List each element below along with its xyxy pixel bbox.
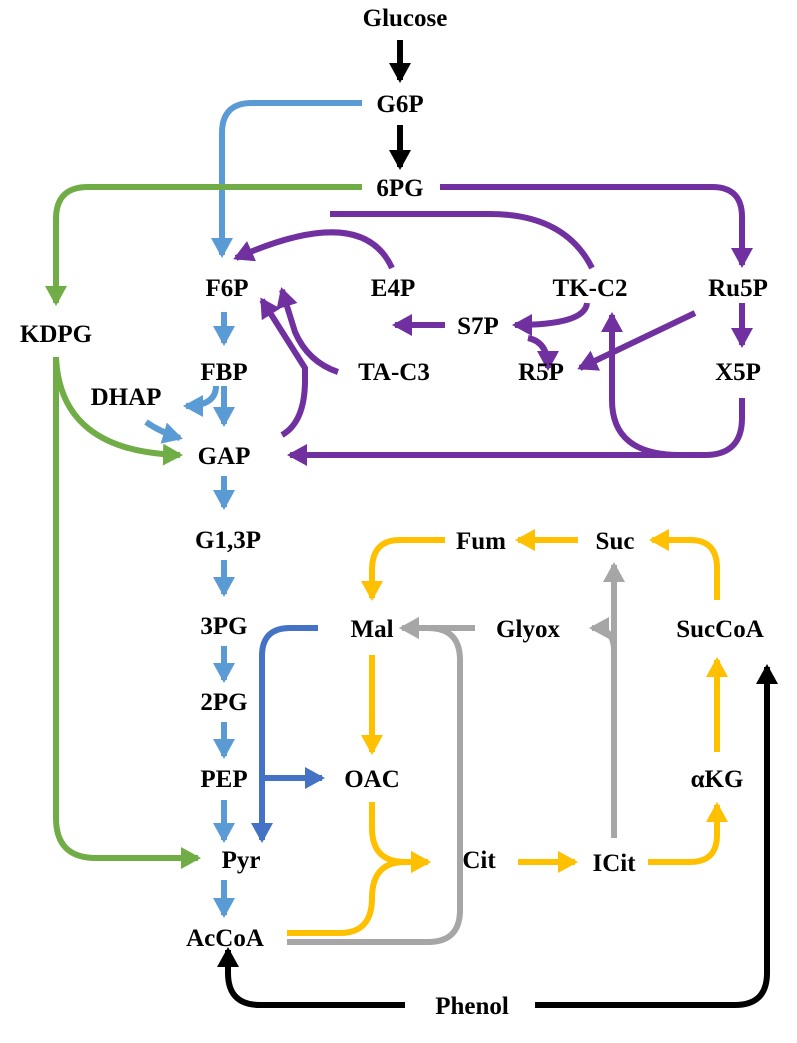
node-akg: αKG — [691, 766, 744, 793]
node-glucose: Glucose — [363, 5, 448, 32]
node-mal: Mal — [350, 616, 393, 643]
arrow-x5p-gap — [287, 398, 745, 466]
tca-cycle-pathways — [287, 529, 728, 936]
node-2pg: 2PG — [200, 689, 247, 716]
node-kdpg: KDPG — [20, 321, 92, 348]
arrow-icit-akg — [648, 802, 728, 865]
pentose-phosphate-pathways — [233, 184, 753, 466]
node-6pg: 6PG — [376, 175, 423, 202]
node-g6p: G6P — [376, 91, 423, 118]
arrow-kdpg-pyr — [53, 357, 201, 869]
node-ru5p: Ru5P — [708, 275, 768, 302]
arrow-ru5p-r5p — [577, 310, 697, 371]
arrow-accoa-cit — [287, 851, 431, 936]
node-x5p: X5P — [715, 359, 761, 386]
arrow-oac-cit — [369, 802, 431, 873]
arrow-fbp-dhap — [183, 385, 219, 417]
anaplerotic-pathways — [251, 625, 325, 843]
node-fum: Fum — [456, 528, 506, 555]
node-fbp: FBP — [200, 359, 247, 386]
arrow-mal-pyr — [251, 625, 318, 843]
arrow-icit-glyox — [589, 617, 617, 651]
node-pyr: Pyr — [222, 847, 261, 874]
arrow-succoa-suc — [649, 529, 720, 600]
arrow-phenol-succoa — [535, 664, 778, 1008]
glycolysis-pathways — [144, 100, 362, 918]
node-succoa: SucCoA — [676, 616, 764, 643]
arrow-s7p-r5p — [527, 335, 559, 371]
node-tkc2: TK-C2 — [553, 275, 628, 302]
glyoxylate-shunt-pathways — [287, 562, 625, 945]
arrow-fum-mal — [361, 537, 445, 601]
black-pathways — [217, 40, 778, 1008]
arrow-gap-f6p — [259, 297, 308, 438]
arrow-phenol-accoa — [217, 947, 405, 1008]
node-oac: OAC — [344, 766, 400, 793]
arrow-tac3-f6p — [276, 287, 340, 375]
arrow-6pg-ru5p — [440, 184, 753, 268]
node-glyox: Glyox — [496, 616, 560, 643]
node-dhap: DHAP — [91, 384, 162, 411]
arrow-g6p-f6p — [211, 100, 362, 258]
arrow-6pg-kdpg — [45, 184, 362, 306]
node-f6p: F6P — [205, 275, 248, 302]
node-3pg: 3PG — [200, 613, 247, 640]
entner-doudoroff-pathways — [45, 184, 362, 869]
node-icit: ICit — [592, 850, 636, 877]
node-r5p: R5P — [518, 359, 564, 386]
node-cit: Cit — [462, 847, 496, 874]
arrow-x5p-loop-ru5p — [601, 312, 681, 458]
arrow-tkc2-s7p — [512, 302, 590, 336]
node-gap: GAP — [198, 443, 251, 470]
node-tac3: TA-C3 — [358, 359, 430, 386]
node-s7p: S7P — [457, 313, 499, 340]
node-pep: PEP — [200, 766, 247, 793]
node-accoa: AcCoA — [186, 925, 264, 952]
arrow-dhap-gap — [144, 419, 183, 444]
node-g13p: G1,3P — [195, 527, 261, 554]
arrow-e4p-f6p — [233, 229, 395, 270]
node-e4p: E4P — [371, 275, 415, 302]
metabolite-labels: Glucose G6P 6PG KDPG F6P E4P TK-C2 Ru5P … — [20, 5, 768, 1020]
node-phenol: Phenol — [435, 993, 509, 1020]
node-suc: Suc — [596, 528, 635, 555]
arrow-tkc2-f6p-top — [330, 211, 595, 270]
